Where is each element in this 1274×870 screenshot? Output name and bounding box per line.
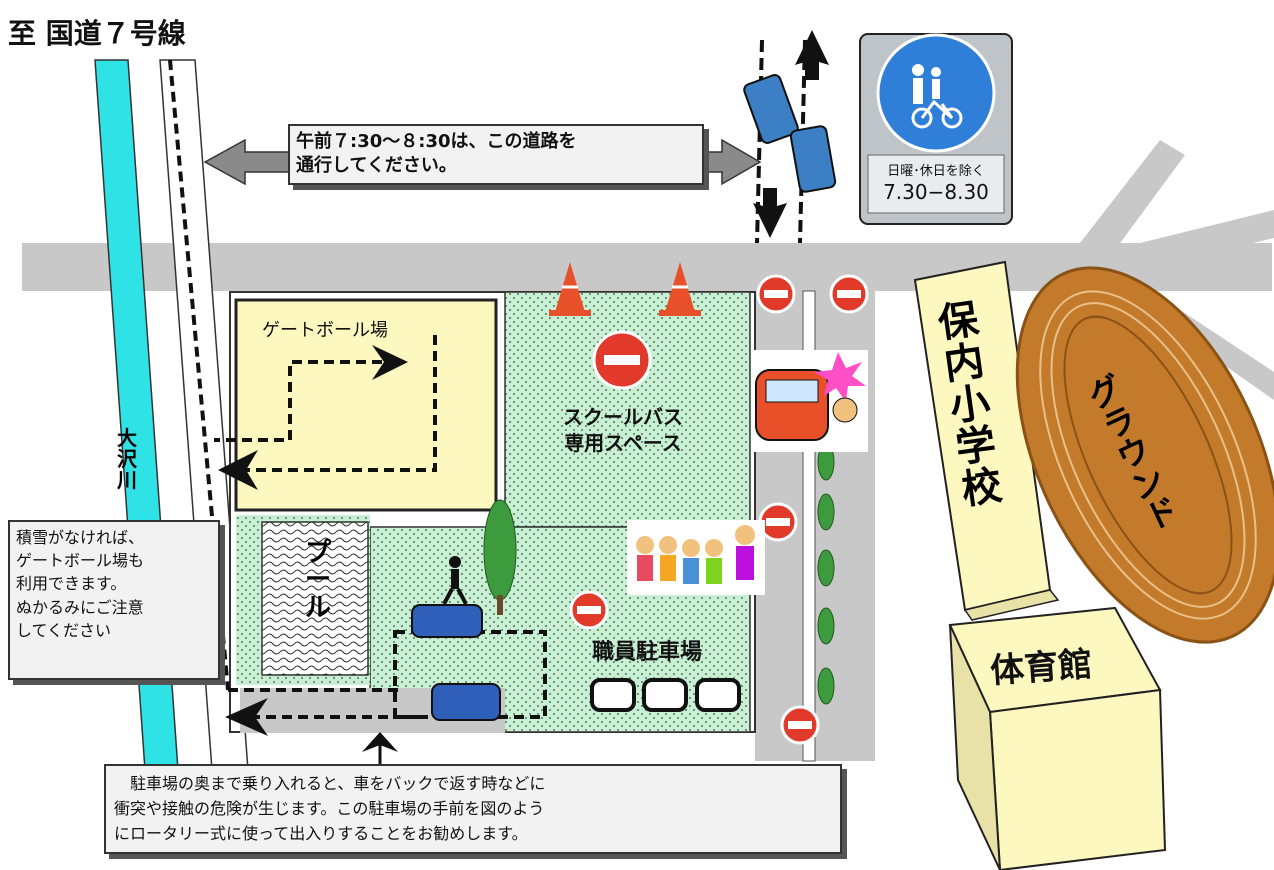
pool-label: プール	[300, 538, 336, 623]
tree-icon	[483, 443, 835, 705]
parked-car-icon	[590, 678, 741, 712]
left-gray-arrow	[203, 138, 291, 186]
branch-road-right	[1140, 210, 1274, 265]
danger-car-illustration	[752, 350, 868, 452]
vertical-char: ル	[304, 592, 331, 623]
river-label: 大沢川	[112, 428, 142, 491]
road-time-notice: 午前７:30～８:30は、この道路を 通行してください。	[288, 124, 704, 185]
blue-car-icon	[411, 604, 501, 721]
traffic-cone-icon	[549, 262, 701, 316]
ground-track	[1015, 266, 1274, 644]
vertical-char: 川	[117, 468, 137, 492]
gateball-label: ゲートボール場	[262, 320, 388, 341]
car-icon	[743, 74, 837, 193]
vertical-char: 沢	[117, 447, 137, 471]
vertical-char: 大	[117, 426, 137, 450]
pedestrian-icon	[442, 556, 468, 605]
branch-road-upper	[1080, 140, 1185, 250]
gateball-field	[234, 298, 498, 512]
snow-notice: 積雪がなければ、 ゲートボール場も 利用できます。 ぬかるみにご注意 してくださ…	[8, 520, 220, 680]
staff-parking-label: 職員駐車場	[592, 640, 703, 665]
gym-label: 体育館	[988, 644, 1094, 692]
vertical-char: プ	[304, 538, 331, 568]
bicycle-pedestrian-sign	[859, 33, 1013, 225]
pool	[261, 521, 369, 676]
school-bus-label: スクールバス 専用スペース	[563, 405, 683, 455]
vertical-char: ー	[304, 565, 331, 596]
right-gray-arrow	[694, 138, 762, 186]
gateball-route	[214, 360, 398, 442]
vertical-char: 校	[958, 462, 1005, 514]
sign-time-text: 7.30−8.30	[883, 180, 989, 204]
parking-notice: 駐車場の奥まで乗り入れると、車をバックで返す時などに 衝突や接触の危険が生じます…	[104, 764, 842, 855]
sign-exception-text: 日曜･休日を除く	[887, 164, 985, 179]
destination-title: 至 国道７号線	[8, 17, 186, 50]
children-illustration	[627, 520, 765, 595]
